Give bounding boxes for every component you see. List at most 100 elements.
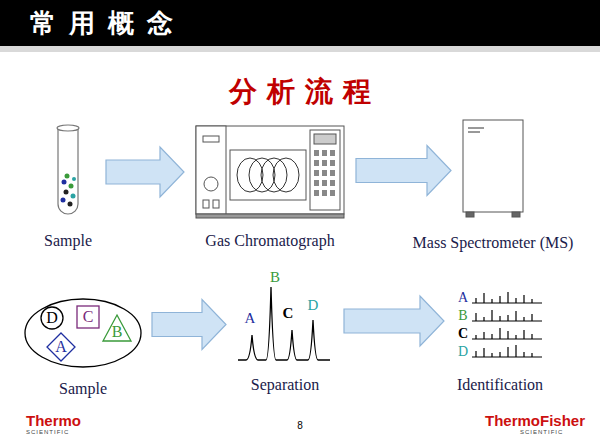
- gc-key: [314, 180, 319, 186]
- gc-key: [314, 190, 319, 196]
- peak-label: A: [245, 311, 256, 326]
- gc-keypad: [314, 150, 335, 196]
- spectrum-label: D: [458, 345, 468, 359]
- dot: [71, 194, 76, 199]
- gc-key: [330, 190, 335, 196]
- logo-text: Thermo: [26, 413, 81, 428]
- spectrum-trace: [472, 328, 542, 339]
- node-caption: Identification: [457, 376, 543, 394]
- test-tube: [57, 125, 79, 214]
- logo-text: ThermoFisher: [485, 413, 585, 428]
- block-arrow: [344, 296, 444, 346]
- node-caption: Gas Chromatograph: [205, 232, 334, 250]
- component-triangle: B: [102, 314, 132, 342]
- mass-spectrometer: [463, 120, 523, 217]
- gc-node: Gas Chromatograph: [194, 124, 346, 220]
- gc-key: [322, 160, 327, 166]
- tube-body: [58, 128, 78, 214]
- spectrum-label: B: [458, 309, 467, 323]
- coil: [261, 158, 287, 192]
- sample-ellipse: SampleDCBA: [24, 298, 142, 368]
- shape-letter: B: [102, 314, 132, 342]
- dot: [69, 184, 74, 189]
- ms-vent: [468, 128, 484, 129]
- gc-key: [322, 170, 327, 176]
- gc-key: [330, 150, 335, 156]
- gc-key: [330, 180, 335, 186]
- dot: [64, 190, 69, 195]
- ellipse-outline: [25, 299, 141, 367]
- spectrum-label: A: [458, 291, 468, 305]
- page-number: 8: [297, 421, 303, 431]
- gc-gauge: [204, 177, 218, 191]
- gc-key: [314, 160, 319, 166]
- component-diamond: A: [46, 332, 76, 362]
- component-circle: D: [40, 306, 64, 330]
- triangle-outline: [103, 315, 131, 341]
- tube-rim: [57, 125, 79, 131]
- block-arrow: [152, 300, 226, 350]
- gc-key: [330, 170, 335, 176]
- gc-display: [314, 134, 336, 144]
- gc-housing: [196, 126, 344, 214]
- dot: [61, 198, 66, 203]
- coil: [237, 158, 263, 192]
- circle-outline: [41, 307, 63, 329]
- dot: [62, 180, 67, 185]
- ms-vent: [468, 132, 480, 133]
- spectrum-trace: [472, 292, 542, 303]
- diagram-title: 分 析 流 程: [229, 78, 370, 106]
- diamond-outline: [47, 333, 75, 361]
- dot: [72, 177, 76, 181]
- peak-label: D: [308, 298, 319, 313]
- sample-tube-node: Sample: [40, 124, 96, 220]
- gc-switch: [213, 200, 219, 208]
- peak-label: C: [283, 306, 294, 321]
- coil: [273, 158, 299, 192]
- spectrum-trace: [472, 345, 542, 357]
- dot: [68, 202, 73, 207]
- gc-key: [322, 180, 327, 186]
- ms-foot: [512, 212, 520, 217]
- gc-oven: [230, 150, 306, 200]
- header-shadow: [0, 46, 600, 52]
- gc-key: [322, 190, 327, 196]
- peak-label: B: [270, 270, 280, 285]
- square-outline: [77, 306, 99, 328]
- ms-cabinet: [463, 120, 523, 212]
- gc-key: [322, 150, 327, 156]
- gc-port: [203, 136, 219, 142]
- ms-foot: [466, 212, 474, 217]
- component-square: C: [76, 305, 100, 329]
- logo-subtext: SCIENTIFIC: [520, 429, 563, 435]
- gc-control-panel: [310, 130, 340, 210]
- dot: [65, 174, 70, 179]
- shape-letter: A: [46, 332, 76, 362]
- node-caption: Mass Spectrometer (MS): [413, 234, 574, 252]
- gc-switch: [203, 200, 209, 208]
- gas-chromatograph: [196, 126, 344, 218]
- node-caption: Sample: [44, 232, 92, 250]
- gc-key: [314, 170, 319, 176]
- gc-key: [330, 160, 335, 166]
- ms-node: Mass Spectrometer (MS): [461, 118, 525, 220]
- spectrum-trace: [472, 310, 542, 321]
- node-caption: Sample: [59, 380, 107, 398]
- section-header: 常 用 概 念: [30, 10, 175, 36]
- block-arrow: [106, 147, 184, 197]
- sample-dots: [61, 174, 77, 207]
- mass-spectra: [472, 292, 542, 357]
- coil: [249, 158, 275, 192]
- shape-letter: C: [76, 305, 100, 329]
- gc-injector-column: [196, 126, 226, 214]
- gc-base: [196, 214, 344, 218]
- shape-letter: D: [40, 306, 64, 330]
- chromatogram: [238, 287, 330, 360]
- node-caption: Separation: [251, 376, 319, 394]
- block-arrow: [356, 146, 451, 196]
- header-bar: [0, 0, 600, 46]
- gc-column-coil: [237, 158, 299, 192]
- spectrum-label: C: [458, 327, 468, 341]
